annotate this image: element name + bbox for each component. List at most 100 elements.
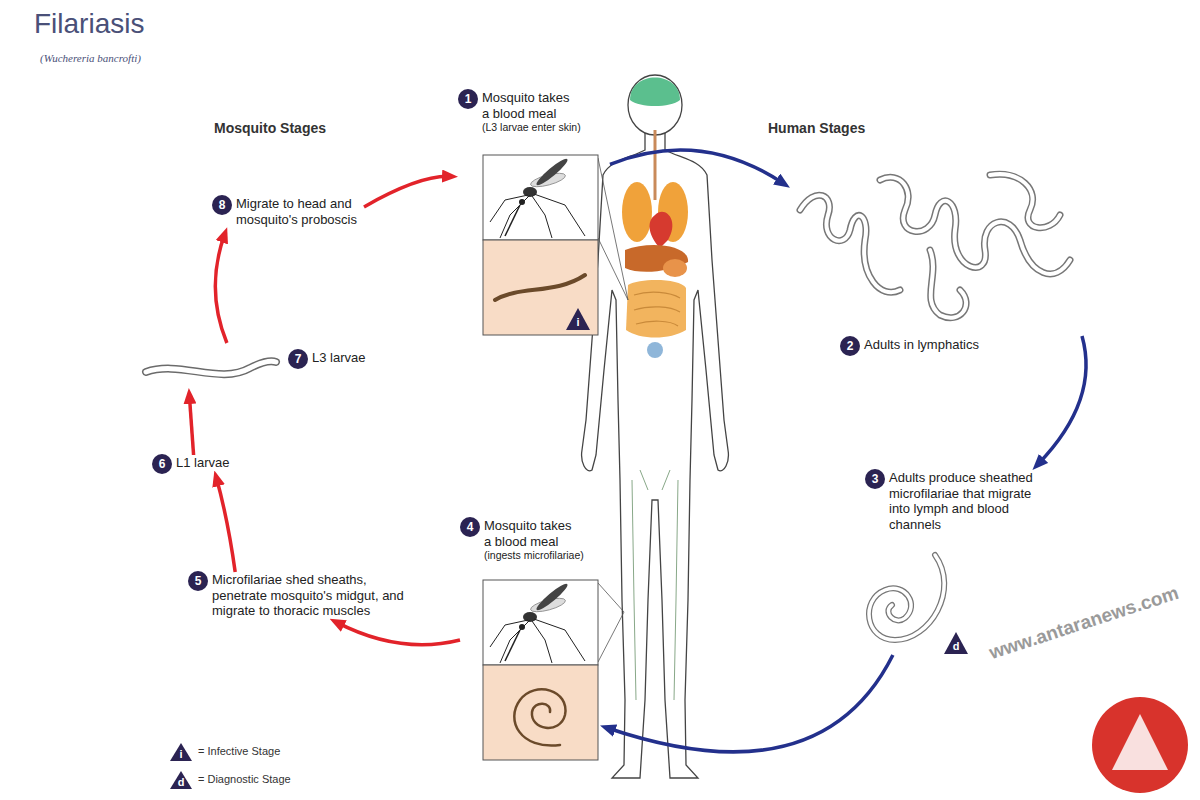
worm-body	[800, 195, 900, 292]
step-number: 3	[865, 469, 885, 489]
step-text: Mosquito takes a blood meal	[482, 90, 572, 121]
cycle-arrow	[364, 176, 450, 207]
inset-frame	[483, 155, 598, 240]
inset-frame	[483, 665, 598, 760]
human-figure	[582, 75, 729, 778]
mosquito	[490, 156, 585, 238]
leader-line	[598, 583, 624, 662]
intestine-coils	[634, 292, 680, 326]
step-block: 5Microfilariae shed sheaths, penetrate m…	[188, 572, 424, 619]
legend-entry: = Diagnostic Stage	[198, 773, 291, 785]
microfilaria	[514, 689, 565, 745]
stage-symbol-letter: i	[170, 748, 192, 761]
brain	[630, 78, 680, 107]
step-number: 2	[840, 336, 860, 356]
head-outline	[628, 75, 682, 135]
step-number: 4	[460, 517, 480, 537]
stage-step: 7L3 larvae	[138, 343, 392, 388]
cycle-arrow	[337, 622, 460, 644]
mosquito	[490, 581, 585, 663]
stage-step: 2Adults in lymphatics	[790, 165, 1082, 355]
worm-body	[930, 250, 966, 318]
worm-outline	[869, 555, 944, 640]
worm-outline	[146, 361, 276, 374]
step-number: 5	[188, 571, 208, 591]
mosquito-legs	[490, 619, 585, 663]
worm-outline	[800, 195, 900, 292]
infective-symbol	[566, 308, 590, 330]
step-text: Microfilariae shed sheaths, penetrate mo…	[212, 572, 424, 619]
cycle-arrow	[1038, 336, 1086, 464]
lung	[622, 182, 652, 242]
step-text: Mosquito takes a blood meal	[484, 518, 576, 549]
stage-symbol-letter: d	[944, 640, 968, 653]
stomach	[663, 259, 687, 277]
stage-step: 6L1 larvae	[152, 455, 256, 471]
cycle-arrow	[610, 150, 783, 183]
step-text: Adults produce sheathed microfilariae th…	[889, 470, 1051, 532]
step-text: L1 larvae	[176, 455, 256, 471]
cycle-arrow	[217, 478, 236, 572]
mosquito-head	[519, 624, 525, 630]
worm-outline	[990, 174, 1060, 228]
mosquito-legs	[490, 194, 585, 238]
step-text: L3 larvae	[312, 350, 392, 366]
lymph-vessels	[632, 470, 678, 700]
l3-larva	[495, 275, 585, 300]
step-block: 2Adults in lymphatics	[840, 165, 1082, 353]
legend-entry: = Infective Stage	[198, 745, 280, 757]
step-block: 6L1 larvae	[152, 455, 256, 471]
stage-step: 4Mosquito takes a blood meal(ingests mic…	[460, 518, 600, 762]
worm-outline	[930, 250, 966, 318]
watermark: www.antaranews.com	[986, 582, 1181, 664]
step-text: (L3 larvae enter skin)	[482, 121, 610, 134]
step-number: 7	[288, 349, 308, 369]
inset-frame	[483, 580, 598, 665]
mosquito-head	[519, 199, 525, 205]
worm-body	[869, 555, 944, 640]
mosquito-abdomen	[534, 581, 570, 613]
step-block: 8Migrate to head and mosquito's probosci…	[212, 196, 364, 227]
logo-mark	[1112, 714, 1168, 770]
cycle-arrow	[215, 235, 227, 343]
stage-heading: Human Stages	[768, 120, 865, 136]
leader-line	[598, 158, 628, 300]
step-text: Adults in lymphatics	[864, 337, 1024, 353]
legend-symbol	[170, 743, 192, 761]
stage-step: 8Migrate to head and mosquito's probosci…	[212, 196, 364, 227]
step-block: 1Mosquito takes a blood meal(L3 larvae e…	[458, 90, 610, 134]
stage-symbol-letter: d	[170, 776, 192, 789]
heart	[650, 212, 673, 248]
cycle-arrow	[608, 655, 893, 752]
stage-step: 1Mosquito takes a blood meal(L3 larvae e…	[458, 90, 610, 338]
worm-body	[990, 174, 1060, 228]
step-block: 3Adults produce sheathed microfilariae t…	[865, 470, 1051, 532]
step-block: 7L3 larvae	[288, 343, 392, 366]
cycle-arrow	[189, 396, 193, 455]
l3-larva	[146, 361, 276, 374]
step-number: 6	[152, 454, 172, 474]
step-block: 4Mosquito takes a blood meal(ingests mic…	[460, 518, 600, 562]
legend-symbol	[170, 771, 192, 789]
stage-symbol-letter: i	[566, 316, 590, 329]
body-outline	[582, 133, 729, 778]
stage-heading: Mosquito Stages	[214, 120, 326, 136]
stage-step: 3Adults produce sheathed microfilariae t…	[865, 470, 1051, 655]
logo-disc	[1092, 697, 1188, 793]
mosquito-abdomen	[534, 156, 570, 188]
bladder	[647, 342, 663, 358]
worm-body	[146, 361, 276, 374]
stage-step: 5Microfilariae shed sheaths, penetrate m…	[188, 572, 424, 619]
step-text: Migrate to head and mosquito's proboscis	[236, 196, 364, 227]
diagram-title: Filariasis	[34, 8, 144, 40]
intestines	[626, 280, 686, 337]
step-number: 1	[458, 89, 478, 109]
step-text: (ingests microfilariae)	[484, 549, 596, 562]
species-name: (Wuchereria bancrofti)	[40, 52, 141, 64]
sheathed-microfilaria	[869, 555, 944, 640]
adult-worms	[800, 174, 1070, 317]
step-number: 8	[212, 195, 232, 215]
